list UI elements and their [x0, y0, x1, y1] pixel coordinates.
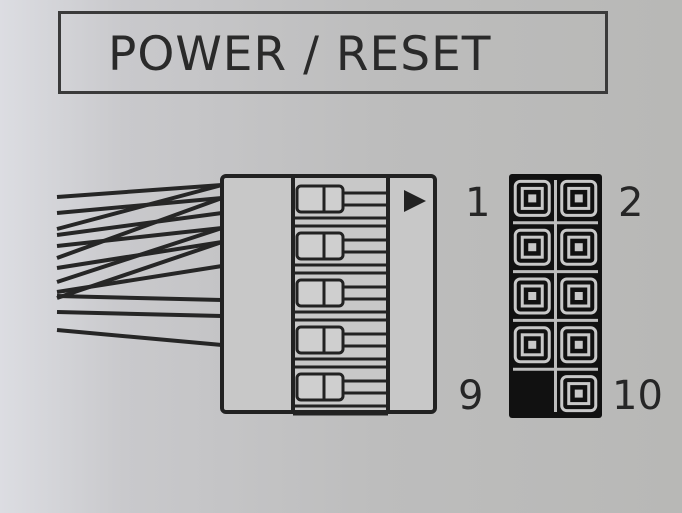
wire	[56, 196, 223, 260]
pin-2-socket	[560, 179, 598, 217]
connector-plug	[220, 174, 437, 416]
pin-4-socket	[560, 228, 598, 266]
wire	[56, 226, 223, 248]
pin-8-inner	[567, 333, 591, 357]
pin-8-socket	[560, 326, 598, 364]
pin-7-contact	[528, 340, 537, 349]
pin-1-inner	[520, 186, 544, 210]
pin-10-socket	[560, 375, 598, 413]
diagram-title: POWER / RESET	[108, 27, 492, 82]
pin-label-9: 9	[458, 373, 484, 419]
terminal-pin	[295, 231, 345, 261]
pin-5-contact	[528, 292, 537, 300]
wire	[56, 328, 223, 347]
wire	[56, 240, 223, 300]
pin-8-contact	[574, 340, 583, 349]
wire-bundle	[56, 183, 223, 347]
pin-header	[509, 174, 602, 418]
terminal-pin	[295, 184, 345, 214]
pin-6-socket	[560, 277, 598, 315]
terminal-pin	[295, 372, 345, 402]
pin-label-2: 2	[618, 180, 644, 226]
pin-1-contact	[528, 194, 537, 203]
pin-3-contact	[528, 243, 537, 252]
pin-1-socket	[513, 179, 551, 217]
pin-10-contact	[574, 389, 583, 398]
pin-6-inner	[567, 284, 591, 308]
wire	[56, 183, 223, 231]
pin-7-inner	[520, 333, 544, 357]
pin-10-inner	[567, 382, 591, 406]
wire	[56, 294, 223, 302]
title-frame	[58, 11, 608, 94]
pin-4-inner	[567, 235, 591, 259]
pin-7-socket	[513, 326, 551, 364]
wire	[56, 310, 223, 318]
pin-2-contact	[574, 194, 583, 203]
pin-4-contact	[574, 243, 583, 252]
pin-3-socket	[513, 228, 551, 266]
pin1-arrow-icon	[404, 190, 426, 212]
wire	[56, 211, 223, 237]
pin-5-inner	[520, 284, 544, 308]
pin-5-socket	[513, 277, 551, 315]
terminal-pin	[295, 278, 345, 308]
pin-3-inner	[520, 235, 544, 259]
pin-label-1: 1	[465, 180, 491, 226]
pin-6-contact	[574, 292, 583, 300]
wire	[56, 226, 223, 284]
terminal-pin	[295, 325, 345, 355]
pin-label-10: 10	[612, 373, 663, 419]
wire	[56, 183, 223, 199]
pin-2-inner	[567, 186, 591, 210]
